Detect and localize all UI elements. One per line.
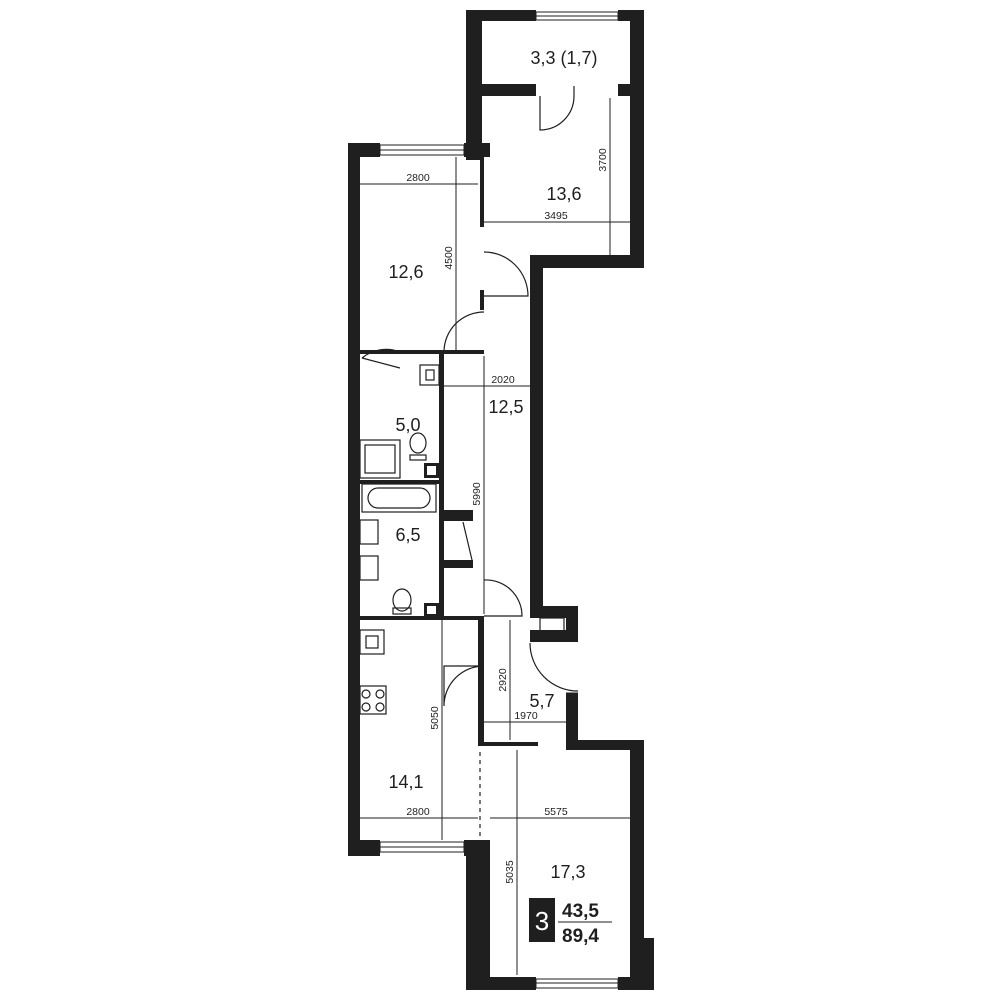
dim-5035: 5035 <box>504 860 516 884</box>
balcony-area: 3,3 (1,7) <box>530 48 597 68</box>
room-labels: 3,3 (1,7) 13,6 12,6 5,0 12,5 6,5 14,1 5,… <box>388 48 597 882</box>
dim-2800-top: 2800 <box>406 172 430 184</box>
dim-1970: 1970 <box>514 710 538 722</box>
total-area: 89,4 <box>562 926 599 947</box>
dim-2920: 2920 <box>497 668 509 692</box>
rooms-count: 3 <box>535 906 549 936</box>
bathroom-small-area: 5,0 <box>395 415 420 435</box>
living-area-total: 43,5 <box>562 901 599 922</box>
entry-hall-area: 5,7 <box>529 691 554 711</box>
rooms-count-box <box>529 898 555 942</box>
dim-3700: 3700 <box>597 148 609 172</box>
dim-5990: 5990 <box>471 482 483 506</box>
windows <box>379 11 619 989</box>
bedroom-top-left-area: 12,6 <box>388 262 423 282</box>
bedroom-top-right-area: 13,6 <box>546 184 581 204</box>
exterior-walls <box>348 10 654 990</box>
dim-3495: 3495 <box>544 210 568 222</box>
dimension-lines <box>360 98 630 975</box>
dim-2800-bottom: 2800 <box>406 806 430 818</box>
kitchen-area: 14,1 <box>388 772 423 792</box>
dim-5050: 5050 <box>429 706 441 730</box>
bathroom-large-area: 6,5 <box>395 525 420 545</box>
interior-walls <box>360 157 538 746</box>
dimension-labels: 2800 4500 3495 3700 2020 5990 2920 1970 … <box>406 148 609 884</box>
dim-5575: 5575 <box>544 806 568 818</box>
dim-2020: 2020 <box>491 374 515 386</box>
living-room-area: 17,3 <box>550 862 585 882</box>
fixtures <box>359 364 565 715</box>
dim-4500: 4500 <box>443 246 455 270</box>
summary-badge: 3 43,5 89,4 <box>529 898 612 947</box>
hallway-area: 12,5 <box>488 397 523 417</box>
